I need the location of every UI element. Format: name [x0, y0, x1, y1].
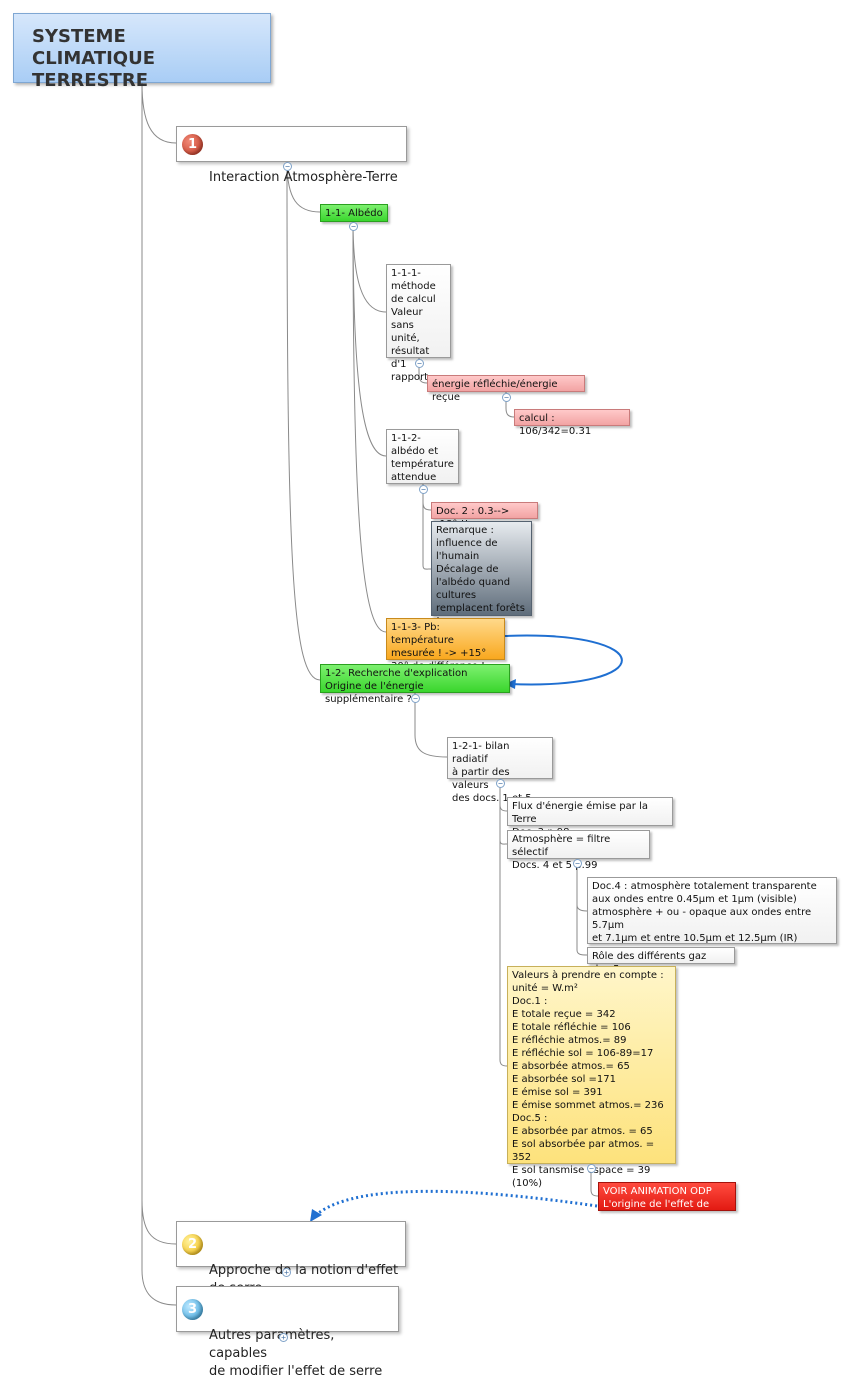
node-voir-animation[interactable]: VOIR ANIMATION ODP L'origine de l'effet … — [598, 1182, 736, 1223]
node-flux-energie[interactable]: Flux d'énergie émise par la Terre Doc. 3… — [507, 797, 673, 838]
node-albedo-temperature[interactable]: 1-1-2- albédo et température attendue — [386, 429, 459, 484]
node-valeurs[interactable]: Valeurs à prendre en compte : unité = W.… — [507, 966, 676, 1189]
collapse-toggle-icon[interactable]: − — [502, 393, 511, 402]
number-1-icon: 1 — [182, 134, 203, 155]
central-topic[interactable]: SYSTEME CLIMATIQUE TERRESTRE — [13, 13, 271, 91]
node-role-gaz[interactable]: Rôle des différents gaz doc.5 — [587, 947, 735, 975]
collapse-toggle-icon[interactable]: − — [419, 485, 428, 494]
node-albedo[interactable]: 1-1- Albédo — [320, 204, 388, 222]
node-recherche-explication[interactable]: 1-2- Recherche d'explication Origine de … — [320, 664, 510, 705]
collapse-toggle-icon[interactable]: − — [573, 859, 582, 868]
node-bilan-radiatif[interactable]: 1-2-1- bilan radiatif à partir des valeu… — [447, 737, 553, 804]
branch-2-effet-de-serre[interactable]: 2 Approche de la notion d'effet de serre — [176, 1221, 406, 1296]
node-methode-calcul[interactable]: 1-1-1- méthode de calcul Valeur sans uni… — [386, 264, 451, 383]
expand-toggle-icon[interactable]: + — [282, 1268, 291, 1277]
number-2-icon: 2 — [182, 1234, 203, 1255]
collapse-toggle-icon[interactable]: − — [415, 359, 424, 368]
collapse-toggle-icon[interactable]: − — [283, 162, 292, 171]
node-calcul[interactable]: calcul : 106/342=0.31 — [514, 409, 630, 437]
node-doc2[interactable]: Doc. 2 : 0.3--> -18° !! — [431, 502, 538, 530]
number-3-icon: 3 — [182, 1299, 203, 1320]
node-energie-ratio[interactable]: énergie réfléchie/énergie reçue — [427, 375, 585, 403]
branch-1-label: Interaction Atmosphère-Terre — [209, 170, 398, 185]
branch-3-autres-parametres[interactable]: 3 Autres paramètres, capables de modifie… — [176, 1286, 399, 1379]
node-remarque[interactable]: Remarque : influence de l'humain Décalag… — [431, 521, 532, 627]
collapse-toggle-icon[interactable]: − — [349, 222, 358, 231]
collapse-toggle-icon[interactable]: − — [411, 694, 420, 703]
expand-toggle-icon[interactable]: + — [279, 1333, 288, 1342]
branch-1-interaction-atmosphere-terre[interactable]: 1 Interaction Atmosphère-Terre — [176, 126, 407, 185]
node-doc4[interactable]: Doc.4 : atmosphère totalement transparen… — [587, 877, 837, 944]
collapse-toggle-icon[interactable]: − — [496, 779, 505, 788]
node-atmosphere-filtre[interactable]: Atmosphère = filtre sélectif Docs. 4 et … — [507, 830, 650, 871]
node-probleme-temperature[interactable]: 1-1-3- Pb: température mesurée ! -> +15°… — [386, 618, 505, 672]
collapse-toggle-icon[interactable]: − — [587, 1164, 596, 1173]
